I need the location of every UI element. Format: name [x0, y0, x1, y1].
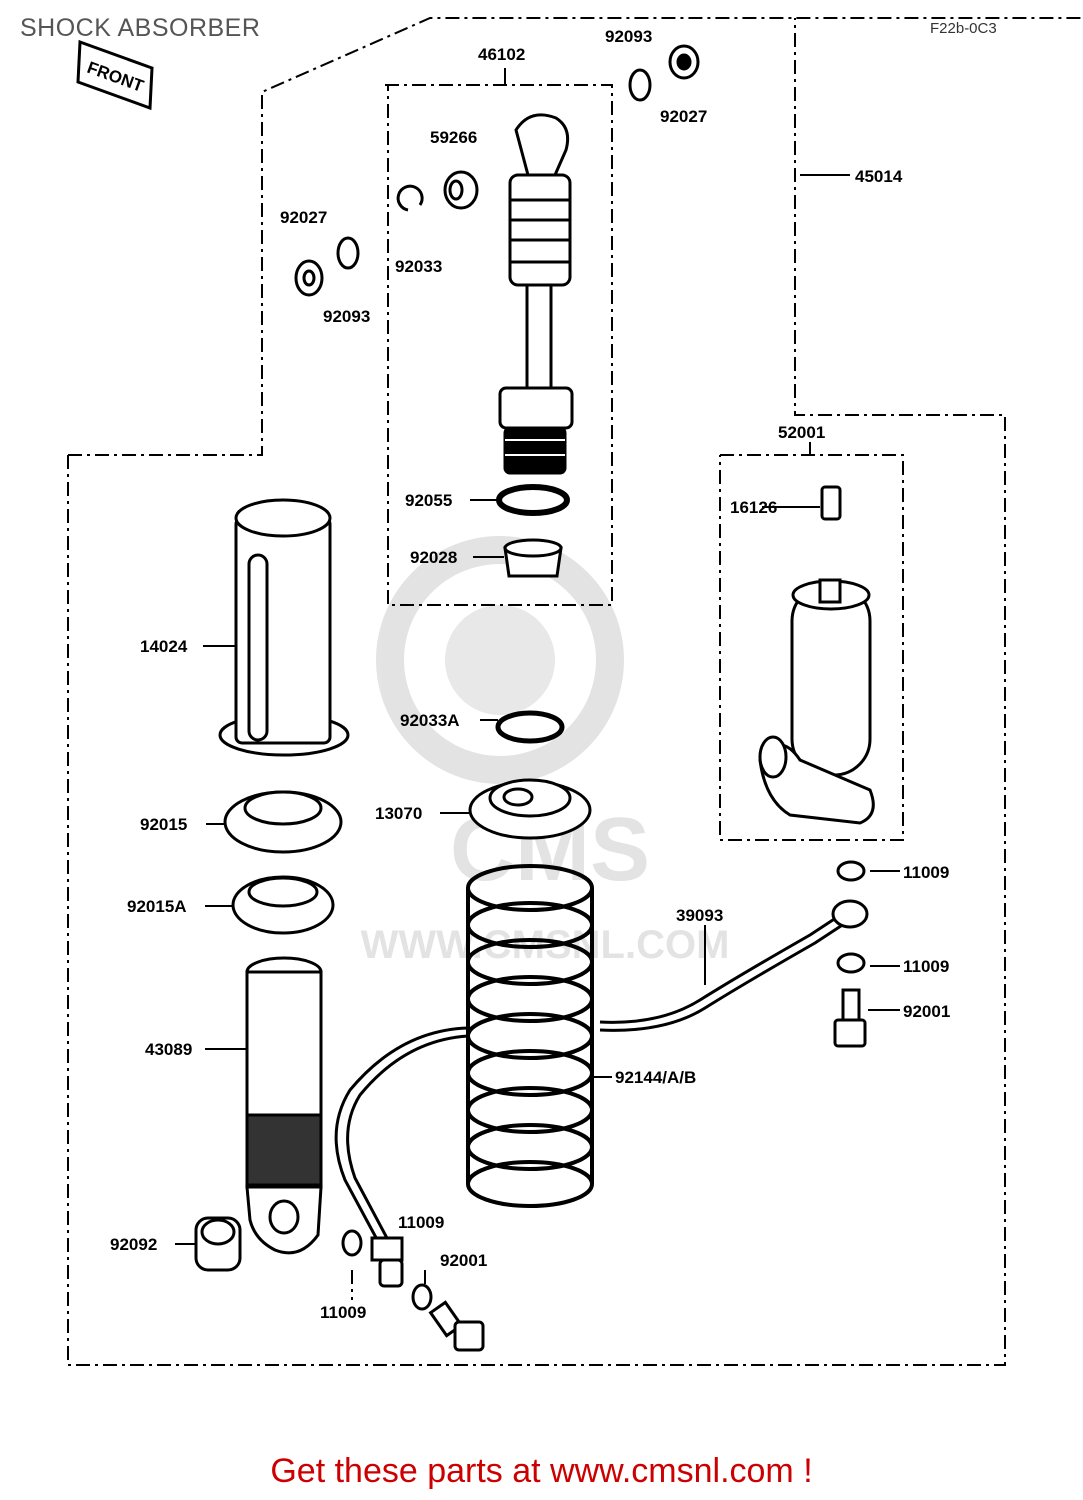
lock-nut-icon	[223, 790, 343, 935]
washer-icon	[836, 952, 866, 974]
part-label-11009: 11009	[903, 957, 949, 976]
watermark-face-icon	[445, 605, 555, 715]
banjo-fitting-icon	[831, 899, 869, 929]
shock-body-icon	[245, 956, 323, 1255]
part-label-43089: 43089	[145, 1040, 192, 1059]
leader-lines	[175, 68, 900, 1245]
part-label-13070: 13070	[375, 804, 422, 823]
part-label-59266: 59266	[430, 128, 477, 147]
part-label-14024: 14024	[140, 637, 188, 656]
washer-icon	[411, 1283, 433, 1311]
part-label-92093: 92093	[323, 307, 370, 326]
valve-icon	[820, 485, 842, 521]
part-label-46102: 46102	[478, 45, 525, 64]
part-label-92033: 92033	[395, 257, 442, 276]
part-label-92015: 92015	[140, 815, 187, 834]
dust-cover-icon	[218, 498, 350, 757]
bottom-fittings	[341, 1229, 485, 1352]
part-label-45014: 45014	[855, 167, 903, 186]
figure-code: F22b-0C3	[930, 20, 997, 37]
part-label-92028: 92028	[410, 548, 457, 567]
reservoir-icon	[758, 485, 875, 825]
part-label-92092: 92092	[110, 1235, 157, 1254]
seal-ring-icon	[496, 484, 570, 516]
watermark: CMS WWW.CMSNL.COM	[361, 536, 729, 967]
part-label-92027: 92027	[280, 208, 327, 227]
bushing-icon	[194, 1216, 242, 1272]
parts-diagram: CMS WWW.CMSNL.COM FRONT	[67, 17, 1083, 1366]
page-title: SHOCK ABSORBER	[20, 14, 261, 42]
bolt-icon	[378, 1258, 404, 1288]
part-label-52001: 52001	[778, 423, 825, 442]
part-label-11009: 11009	[903, 863, 949, 882]
get-parts-link[interactable]: Get these parts at www.cmsnl.com !	[270, 1452, 813, 1490]
coil-spring-icon	[466, 864, 594, 1208]
circlip-icon	[396, 184, 424, 212]
part-label-11009: 11009	[320, 1303, 366, 1322]
part-label-92001: 92001	[440, 1251, 487, 1270]
top-small-parts	[294, 44, 700, 297]
part-label-92015A: 92015A	[127, 897, 187, 916]
o-ring-icon	[628, 68, 652, 102]
piston-rod-icon	[496, 113, 574, 578]
watermark-logo-icon	[376, 536, 624, 784]
part-label-92093: 92093	[605, 27, 652, 46]
right-fittings	[833, 860, 867, 1048]
banjo-fitting-icon	[370, 1236, 404, 1262]
o-ring-icon	[336, 236, 360, 270]
circlip-icon	[495, 710, 565, 744]
part-label-16126: 16126	[730, 498, 777, 517]
part-label-39093: 39093	[676, 906, 723, 925]
spring-seat-icon	[468, 710, 592, 840]
bolt-icon	[841, 988, 861, 1022]
part-label-11009: 11009	[398, 1213, 444, 1232]
washer-icon	[341, 1229, 363, 1257]
front-marker: FRONT	[76, 39, 154, 111]
hose-icon	[334, 899, 869, 1262]
part-label-92001: 92001	[903, 1002, 950, 1021]
washer-icon	[836, 860, 866, 882]
part-label-92144: 92144/A/B	[615, 1068, 696, 1087]
part-label-92033A: 92033A	[400, 711, 460, 730]
part-label-92027: 92027	[660, 107, 707, 126]
part-labels: 46102 92093 92027 59266 45014 92027 9203…	[110, 27, 950, 1322]
part-label-92055: 92055	[405, 491, 452, 510]
